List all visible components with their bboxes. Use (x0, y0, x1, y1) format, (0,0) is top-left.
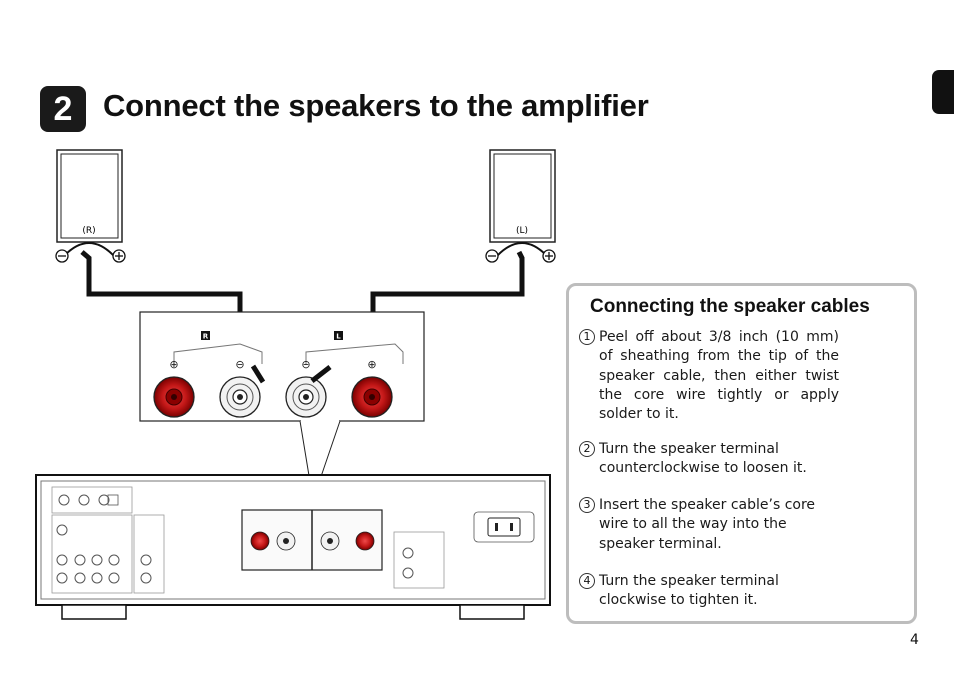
channel-r-badge (201, 331, 210, 340)
instruction-step-2: 2 Turn the speaker terminal counterclock… (579, 440, 819, 480)
speaker-left-label: (L) (516, 226, 528, 236)
page-number: 4 (910, 632, 919, 648)
svg-text:⊖: ⊖ (235, 358, 244, 371)
terminal-r-label: R (203, 333, 209, 341)
terminal-r-minus (219, 376, 261, 418)
instruction-step-4: 4 Turn the speaker terminal clockwise to… (579, 572, 819, 612)
svg-text:⊕: ⊕ (169, 358, 178, 371)
step-text: Turn the speaker terminal clockwise to t… (599, 573, 779, 609)
instruction-step-3: 3 Insert the speaker cable’s core wire t… (579, 496, 819, 556)
speaker-left: (L) (485, 149, 556, 263)
terminal-l-minus (285, 376, 327, 418)
step-text: Insert the speaker cable’s core wire to … (599, 497, 816, 552)
instruction-step-1: 1 Peel off about 3/8 inch (10 mm) of she… (579, 328, 839, 422)
terminal-r-plus (153, 376, 195, 418)
step-number: 3 (579, 497, 595, 513)
step-number: 2 (579, 441, 595, 457)
speaker-right-label: (R) (82, 226, 95, 236)
svg-text:⊖: ⊖ (301, 358, 310, 371)
step-number-badge: 2 (40, 86, 86, 132)
page-title: Connect the speakers to the amplifier (103, 88, 649, 123)
chapter-tab (932, 70, 954, 114)
speaker-right: (R) (55, 149, 126, 263)
amplifier-rear-panel (35, 474, 551, 620)
step-number: 4 (579, 573, 595, 589)
svg-text:⊕: ⊕ (367, 358, 376, 371)
channel-l-badge (334, 331, 343, 340)
terminal-zoom-panel: R L ⊕ ⊖ ⊖ ⊕ (139, 311, 425, 501)
step-text: Peel off about 3/8 inch (10 mm) of sheat… (599, 329, 839, 423)
terminal-l-label: L (336, 333, 341, 341)
panel-title: Connecting the speaker cables (590, 296, 870, 317)
speaker-cable-instructions-panel: Connecting the speaker cables 1 Peel off… (566, 283, 917, 624)
step-number: 1 (579, 329, 595, 345)
terminal-l-plus (351, 376, 393, 418)
step-text: Turn the speaker terminal counterclockwi… (599, 441, 807, 477)
